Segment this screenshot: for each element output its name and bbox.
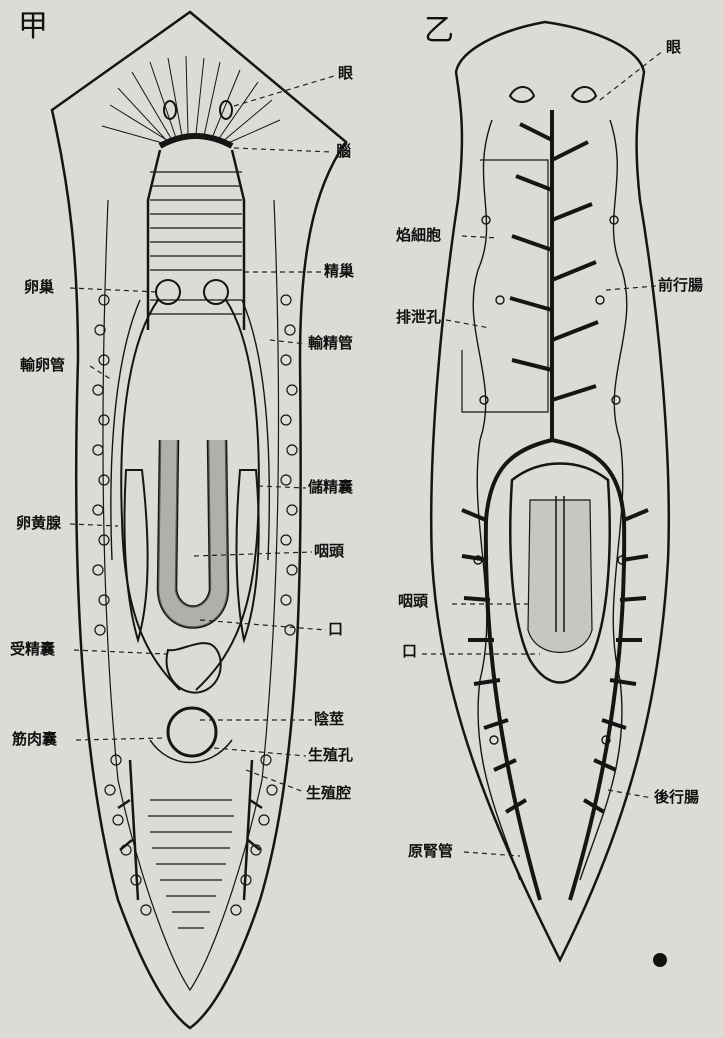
figure-b-eye-right xyxy=(572,87,596,102)
figure-b-label-pharynx: 咽頭 xyxy=(398,594,428,609)
figure-a-label-mouth: 口 xyxy=(328,622,343,637)
figure-b-label-eye: 眼 xyxy=(666,40,681,55)
figure-b-title: 乙 xyxy=(424,16,454,46)
figure-a-label-brain: 腦 xyxy=(336,144,351,159)
figure-b-label-mouth: 口 xyxy=(402,644,417,659)
figure-a-label-pharynx: 咽頭 xyxy=(314,544,344,559)
figure-b-body-outline xyxy=(431,22,669,960)
figure-b-label-excretory-pore: 排泄孔 xyxy=(396,310,441,325)
figure-b-label-flame-cell: 焰細胞 xyxy=(396,228,441,243)
figure-b-label-posterior-intestine: 後行腸 xyxy=(654,790,699,805)
figure-a-posterior-branches xyxy=(118,760,262,900)
figure-a-yolk-glands xyxy=(93,295,297,915)
figure-a-label-penis: 陰莖 xyxy=(314,712,344,727)
figure-a-pharynx-fill xyxy=(158,440,228,628)
figure-a-title: 甲 xyxy=(18,12,48,42)
figure-a-label-vas-deferens: 輸精管 xyxy=(308,336,353,351)
figure-a-label-eye: 眼 xyxy=(338,66,353,81)
figure-a-label-ovary: 卵巢 xyxy=(24,280,54,295)
figure-a-vas-deferens xyxy=(111,300,269,560)
figure-a-label-yolk-gland: 卵黄腺 xyxy=(16,516,61,531)
figure-a-seminal-vesicle-left xyxy=(125,470,148,640)
figure-a-drawing xyxy=(52,12,346,1028)
figure-b-label-anterior-intestine: 前行腸 xyxy=(658,278,703,293)
figure-a-eye-left xyxy=(164,101,176,119)
figure-b-pharynx xyxy=(528,500,592,653)
figure-a-body-outline xyxy=(52,12,346,1028)
figure-a-intestine-posterior xyxy=(148,800,234,928)
figure-a-label-genital-pore: 生殖孔 xyxy=(308,748,353,763)
figure-a-label-seminal-vesicle: 儲精囊 xyxy=(308,480,353,495)
figure-a-label-genital-atrium: 生殖腔 xyxy=(306,786,351,801)
figure-a-genital-atrium xyxy=(150,740,232,763)
figure-a-label-testis: 精巢 xyxy=(324,264,354,279)
figure-b-label-protonephridial-duct: 原腎管 xyxy=(408,844,453,859)
figure-b-eye-left xyxy=(510,87,534,102)
figure-a-label-seminal-receptacle: 受精囊 xyxy=(10,642,55,657)
figure-b-drawing xyxy=(431,22,669,967)
figure-b-dot-mark xyxy=(653,953,667,967)
figure-a-label-muscular-sac: 筋肉囊 xyxy=(12,732,57,747)
figure-a-label-oviduct: 輸卵管 xyxy=(20,358,65,373)
figure-a-penis-bulb xyxy=(168,708,216,756)
